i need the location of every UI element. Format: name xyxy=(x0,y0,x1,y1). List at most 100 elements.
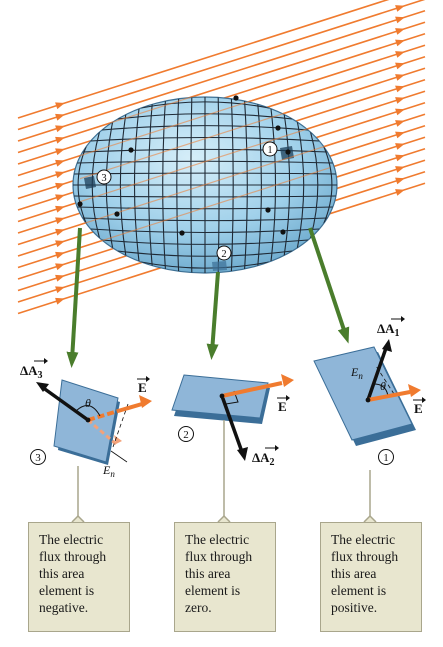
normal-component-label-3: En xyxy=(102,463,115,479)
field-arrowhead xyxy=(395,5,405,12)
surface-point xyxy=(275,125,281,131)
caption-positive-flux: The electric flux through this area elem… xyxy=(320,522,422,632)
field-arrowhead xyxy=(55,171,65,179)
field-line-over-surface xyxy=(79,144,331,226)
surface-parallel xyxy=(140,101,270,109)
field-arrowhead xyxy=(55,217,65,225)
field-arrowhead xyxy=(55,136,65,144)
surface-point xyxy=(128,147,134,153)
field-arrowhead xyxy=(395,131,405,139)
field-arrowhead xyxy=(55,228,65,236)
surface-parallel xyxy=(117,250,293,257)
surface-point xyxy=(179,230,185,236)
surface-point xyxy=(265,207,271,213)
area-vector-label-2: ΔA2 xyxy=(252,450,275,468)
field-line xyxy=(17,0,390,119)
field-arrowhead xyxy=(55,148,65,156)
svg-text:1: 1 xyxy=(267,145,272,156)
caption-connectors xyxy=(71,420,377,523)
field-arrowhead xyxy=(55,297,65,305)
field-arrowhead xyxy=(55,159,65,167)
field-arrowhead xyxy=(55,263,65,271)
svg-text:3: 3 xyxy=(101,173,106,184)
caption-zero-flux: The electric flux through this area elem… xyxy=(174,522,276,632)
caption-line: element is xyxy=(331,583,387,598)
caption-line: flux through xyxy=(39,549,107,564)
element-marker-1: 1 xyxy=(383,452,389,464)
field-arrowhead xyxy=(395,28,405,35)
surface-parallel xyxy=(74,195,336,198)
theta-label-3: θ xyxy=(85,396,91,410)
caption-line: element is xyxy=(39,583,95,598)
field-arrowhead xyxy=(395,97,405,104)
surface-parallel xyxy=(90,228,320,234)
area-vector-label-3: ΔA3 xyxy=(20,363,43,381)
surface-point xyxy=(77,201,83,207)
caption-line: flux through xyxy=(185,549,253,564)
caption-line: flux through xyxy=(331,549,399,564)
surface-parallel xyxy=(82,148,328,153)
normal-component-label-1: En xyxy=(350,365,363,381)
caption-line: this area xyxy=(39,566,85,581)
caption-line: The electric xyxy=(185,532,250,547)
field-arrowhead xyxy=(395,120,405,127)
surface-parallel xyxy=(140,261,270,269)
field-line-over-surface xyxy=(79,52,331,134)
caption-line: negative. xyxy=(39,600,89,615)
caption-line: this area xyxy=(185,566,231,581)
area-element-1: ΔA1 En θ E 1 xyxy=(313,316,426,465)
patch-3 xyxy=(84,176,96,189)
field-arrowhead xyxy=(395,74,405,81)
patch-2 xyxy=(212,261,227,271)
field-arrowhead xyxy=(55,113,65,121)
surface-parallel xyxy=(101,239,309,245)
element-marker-3: 3 xyxy=(35,452,41,464)
field-arrowhead xyxy=(55,240,65,248)
element-marker-2: 2 xyxy=(183,429,189,441)
field-line-over-surface xyxy=(79,167,331,249)
area-element-3: θ ΔA3 E En 3 xyxy=(20,358,152,479)
area-vector-label-1: ΔA1 xyxy=(377,321,400,339)
field-arrowhead xyxy=(395,154,405,162)
caption-line: The electric xyxy=(39,532,104,547)
field-label-1: E xyxy=(414,401,423,416)
field-arrowhead xyxy=(395,177,405,185)
field-line-over-surface xyxy=(79,98,331,180)
caption-line: positive. xyxy=(331,600,378,615)
field-arrowhead xyxy=(395,143,405,150)
field-arrowhead xyxy=(395,85,405,93)
surface-parallel xyxy=(77,206,333,210)
surface-points xyxy=(77,95,291,236)
field-arrowhead xyxy=(55,274,65,282)
caption-negative-flux: The electric flux through this area elem… xyxy=(28,522,130,632)
field-line xyxy=(17,0,426,131)
field-arrowhead xyxy=(55,194,65,202)
field-arrowhead xyxy=(395,39,405,47)
field-lines-through-surface xyxy=(79,52,331,249)
surface-marker-1: 1 xyxy=(262,141,278,157)
surface-parallel xyxy=(90,136,320,142)
surface-point xyxy=(285,149,291,155)
surface-marker-3: 3 xyxy=(96,169,112,185)
svg-text:2: 2 xyxy=(221,249,226,260)
field-arrowhead xyxy=(55,182,65,190)
caption-line: this area xyxy=(331,566,377,581)
surface-point xyxy=(233,95,239,101)
field-line-over-surface xyxy=(79,75,331,157)
leader-arrows xyxy=(66,227,350,368)
field-line-over-surface xyxy=(79,121,331,203)
field-arrowhead xyxy=(395,51,405,58)
surface-point xyxy=(280,229,286,235)
surface-marker-2: 2 xyxy=(216,245,232,261)
field-arrowhead xyxy=(55,251,65,259)
caption-line: element is xyxy=(185,583,241,598)
field-label-3: E xyxy=(138,380,147,395)
field-arrowhead xyxy=(55,205,65,213)
surface-point xyxy=(114,211,120,217)
field-line xyxy=(17,9,426,142)
caption-line: The electric xyxy=(331,532,396,547)
field-arrowhead xyxy=(395,16,405,24)
area-element-2: E ΔA2 2 xyxy=(171,374,294,468)
field-arrowhead xyxy=(395,62,405,70)
